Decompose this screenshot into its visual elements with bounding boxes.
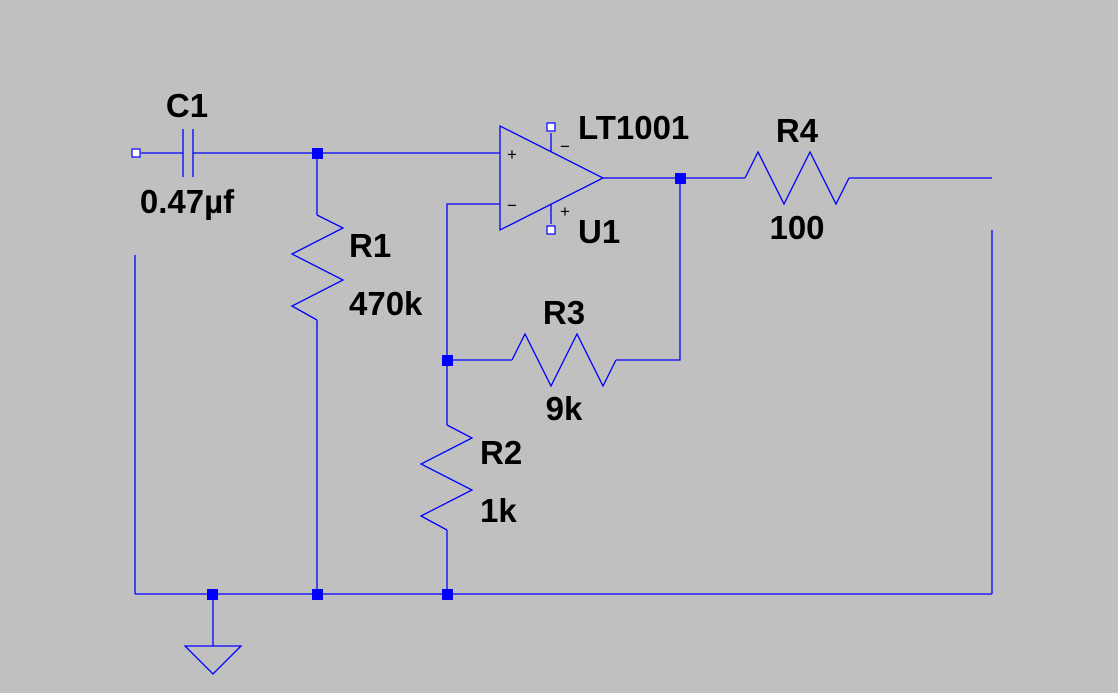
r1-ref-label: R1 bbox=[349, 227, 391, 264]
opamp-supply-plus-symbol: + bbox=[560, 202, 570, 221]
junctions bbox=[207, 148, 686, 600]
capacitor-c1[interactable] bbox=[182, 129, 194, 177]
r3-value-label: 9k bbox=[546, 390, 583, 427]
c1-ref-label: C1 bbox=[166, 87, 208, 124]
r3-ref-label: R3 bbox=[543, 294, 585, 331]
resistor-r2[interactable] bbox=[419, 424, 474, 531]
c1-value-label: 0.47µf bbox=[140, 183, 235, 220]
r4-value-label: 100 bbox=[769, 209, 824, 246]
r2-value-label: 1k bbox=[480, 492, 517, 529]
opamp-u1[interactable] bbox=[499, 124, 605, 232]
opamp-plus-input-symbol: + bbox=[507, 145, 517, 164]
junction-node bbox=[312, 148, 323, 159]
ground-icon[interactable] bbox=[183, 645, 243, 675]
r1-value-label: 470k bbox=[349, 285, 423, 322]
u1-part-label: LT1001 bbox=[578, 109, 689, 146]
junction-node bbox=[442, 589, 453, 600]
resistor-r4[interactable] bbox=[744, 150, 850, 206]
junction-node bbox=[675, 173, 686, 184]
r4-ref-label: R4 bbox=[776, 112, 819, 149]
u1-ref-label: U1 bbox=[578, 213, 620, 250]
resistor-r3[interactable] bbox=[511, 332, 617, 388]
input-pin[interactable] bbox=[131, 148, 141, 158]
wires bbox=[134, 152, 993, 646]
junction-node bbox=[442, 355, 453, 366]
opamp-supply-minus-symbol: − bbox=[560, 137, 570, 156]
wire-minus-feedback bbox=[446, 203, 500, 425]
opamp-minus-input-symbol: − bbox=[507, 196, 517, 215]
opamp-supply-minus-pin[interactable] bbox=[546, 122, 556, 132]
resistor-r1[interactable] bbox=[290, 214, 345, 321]
r2-ref-label: R2 bbox=[480, 434, 522, 471]
wire-r3-right bbox=[616, 178, 681, 361]
junction-node bbox=[312, 589, 323, 600]
junction-node bbox=[207, 589, 218, 600]
opamp-supply-plus-pin[interactable] bbox=[546, 225, 556, 235]
